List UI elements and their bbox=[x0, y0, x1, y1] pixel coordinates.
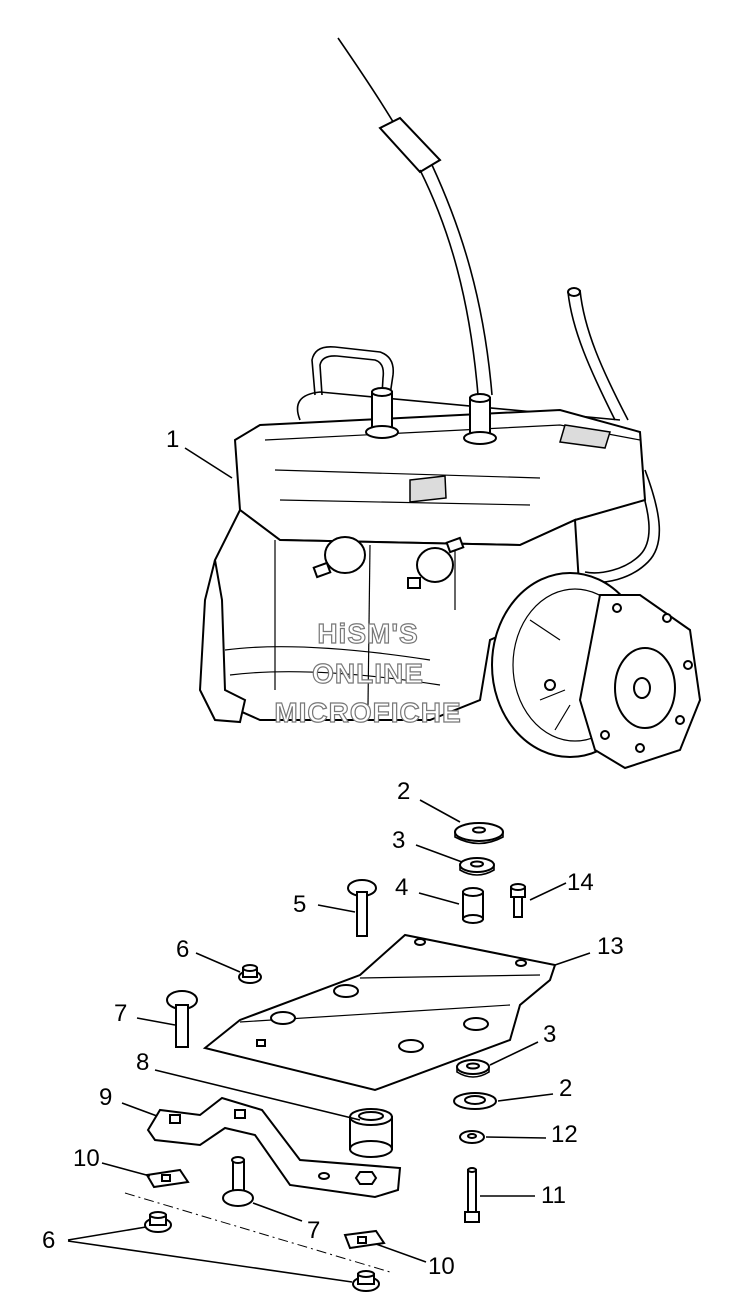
callout-9: 9 bbox=[99, 1084, 112, 1111]
callout-10-lower: 10 bbox=[428, 1253, 455, 1280]
watermark-line-3: MICROFICHE bbox=[274, 697, 461, 728]
callout-11: 11 bbox=[541, 1182, 566, 1209]
washer-12 bbox=[459, 1130, 485, 1144]
callout-2-lower: 2 bbox=[559, 1075, 572, 1102]
callout-6-upper: 6 bbox=[176, 936, 189, 963]
watermark-line-2: ONLINE bbox=[312, 658, 424, 689]
washer-2-lower bbox=[453, 1092, 497, 1110]
square-washer-10-lower bbox=[343, 1229, 386, 1250]
callout-3-upper: 3 bbox=[392, 827, 405, 854]
leader-lines bbox=[67, 447, 591, 1283]
flange-nut-6-lower-right bbox=[352, 1270, 380, 1292]
callout-5: 5 bbox=[293, 891, 306, 918]
callout-13: 13 bbox=[597, 933, 624, 960]
callouts: 1 2 3 4 5 14 6 13 7 3 8 2 9 12 10 11 7 6… bbox=[42, 426, 624, 1280]
bolt-14 bbox=[510, 883, 526, 918]
callout-10-upper: 10 bbox=[73, 1145, 100, 1172]
callout-7-lower: 7 bbox=[307, 1217, 320, 1244]
callout-8: 8 bbox=[136, 1049, 149, 1076]
engine-assembly bbox=[198, 345, 702, 770]
callout-7-upper: 7 bbox=[114, 1000, 127, 1027]
callout-3-lower: 3 bbox=[543, 1021, 556, 1048]
callout-1: 1 bbox=[166, 426, 179, 453]
callout-12: 12 bbox=[551, 1121, 578, 1148]
throttle-cable bbox=[337, 37, 493, 396]
carriage-bolt-5 bbox=[347, 879, 377, 937]
bushing-8 bbox=[349, 1108, 393, 1158]
flange-nut-6-upper bbox=[238, 964, 262, 984]
watermark-line-1: HiSM'S bbox=[317, 618, 418, 649]
washer-2-upper bbox=[454, 822, 504, 845]
cushion-3-upper bbox=[459, 857, 495, 876]
carriage-bolt-7-upper bbox=[166, 990, 198, 1048]
bracket-9 bbox=[146, 1096, 402, 1199]
spacer-4 bbox=[462, 887, 484, 924]
centerline bbox=[124, 1192, 391, 1273]
callout-6-lower: 6 bbox=[42, 1227, 55, 1254]
cushion-3-lower bbox=[456, 1059, 490, 1078]
bolt-11 bbox=[464, 1167, 480, 1223]
watermark: HiSM'S ONLINE MICROFICHE bbox=[274, 617, 462, 728]
callout-2-upper: 2 bbox=[397, 778, 410, 805]
square-washer-10-upper bbox=[145, 1168, 190, 1189]
mounting-plate-13 bbox=[202, 933, 557, 1092]
callout-14: 14 bbox=[567, 869, 594, 896]
carriage-bolt-7-lower bbox=[222, 1156, 254, 1207]
flange-nut-6-lower-left bbox=[144, 1211, 172, 1233]
callout-4: 4 bbox=[395, 874, 408, 901]
